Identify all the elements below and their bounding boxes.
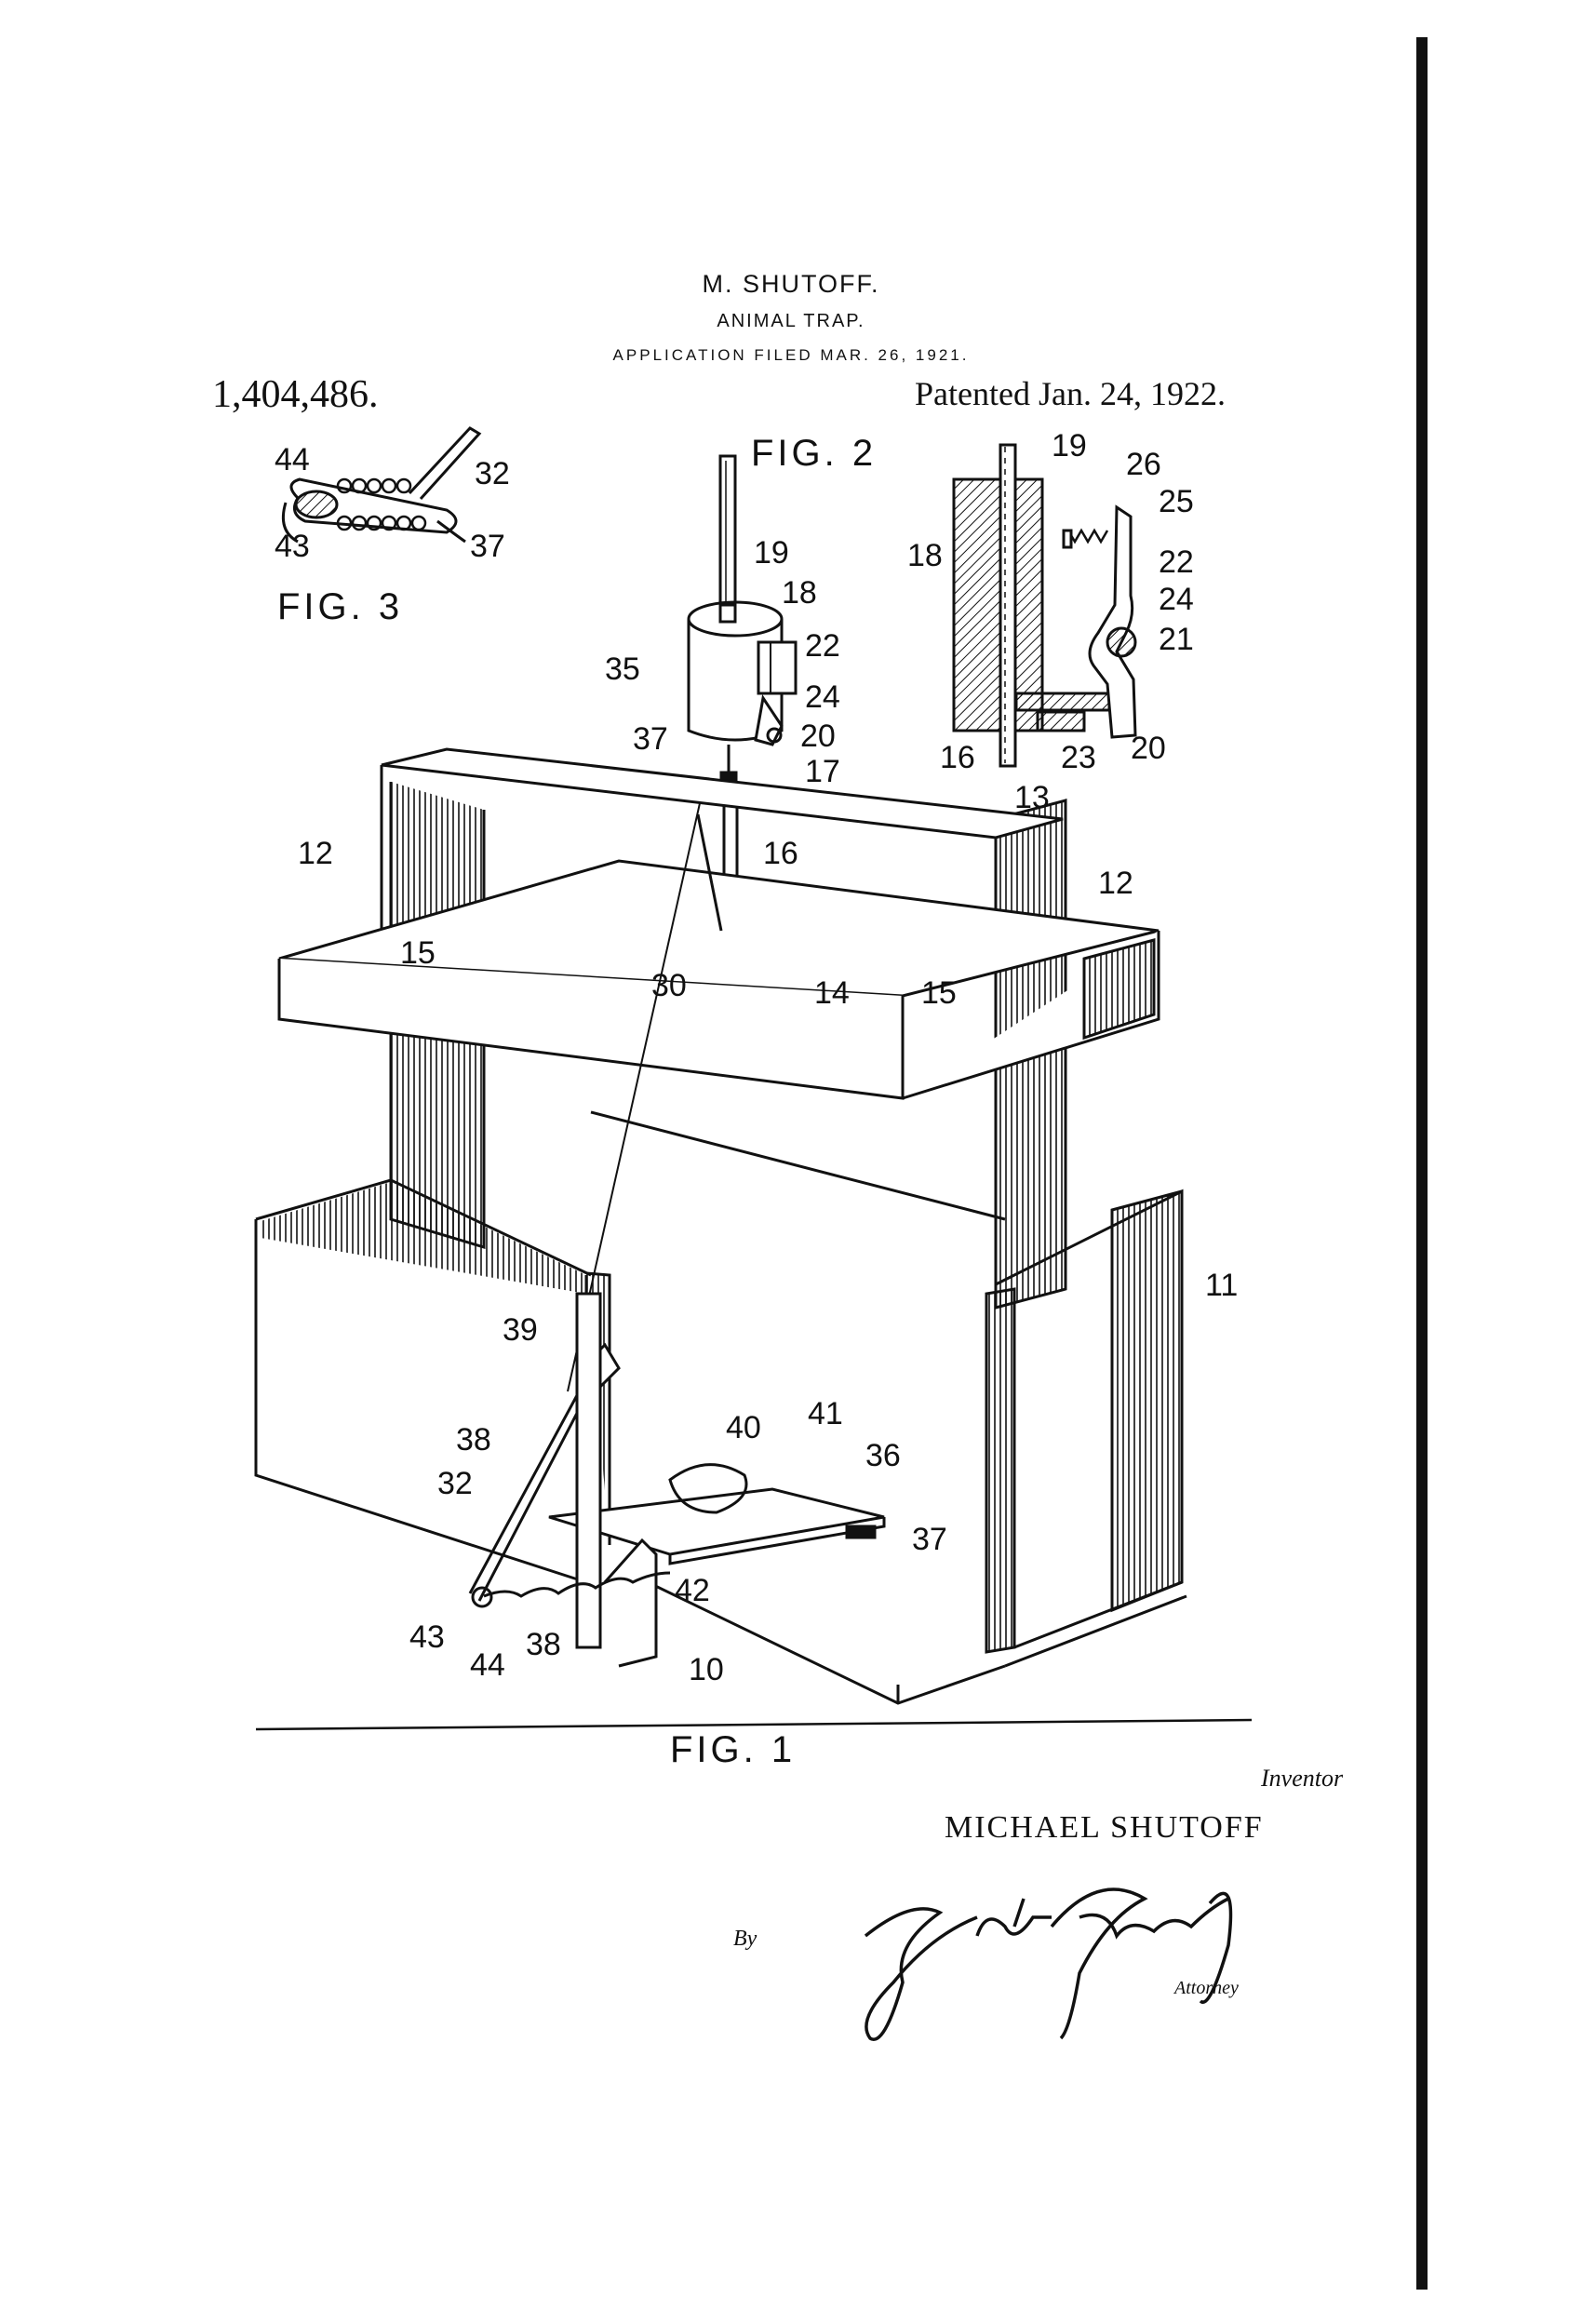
- ref-numeral: 18: [782, 575, 817, 611]
- fig1-drawing: [254, 747, 1187, 1705]
- ref-numeral: 39: [503, 1312, 538, 1348]
- ref-numeral: 20: [1131, 731, 1166, 766]
- ref-numeral: 16: [940, 740, 975, 775]
- ref-numeral: 38: [526, 1627, 561, 1662]
- ref-numeral: 18: [907, 538, 943, 573]
- ref-numeral: 11: [1205, 1268, 1238, 1303]
- ref-numeral: 17: [805, 754, 840, 789]
- ref-numeral: 22: [1159, 544, 1194, 580]
- ground-line: [255, 1718, 1253, 1731]
- ref-numeral: 43: [275, 529, 310, 564]
- ref-numeral: 43: [409, 1619, 445, 1655]
- ref-numeral: 30: [651, 968, 687, 1003]
- ref-numeral: 37: [470, 529, 505, 564]
- ref-numeral: 19: [1052, 428, 1087, 463]
- ref-numeral: 32: [437, 1466, 473, 1501]
- ref-numeral: 37: [633, 721, 668, 757]
- ref-numeral: 44: [275, 442, 310, 477]
- ref-numeral: 12: [298, 836, 333, 871]
- by-label: By: [733, 1927, 757, 1951]
- ref-numeral: 19: [754, 535, 789, 571]
- ref-numeral: 15: [400, 935, 436, 971]
- fig2-section-drawing: [952, 443, 1137, 768]
- inventor-label: Inventor: [1261, 1765, 1344, 1792]
- attorney-signature: [864, 1887, 1233, 2041]
- ref-numeral: 42: [675, 1573, 710, 1608]
- patent-number: 1,404,486.: [212, 373, 379, 416]
- header-inventor: M. SHUTOFF.: [702, 270, 880, 298]
- ref-numeral: 22: [805, 628, 840, 664]
- fig3-label: FIG. 3: [277, 586, 403, 627]
- header-application-date: APPLICATION FILED MAR. 26, 1921.: [612, 346, 970, 364]
- fig3-drawing: [281, 426, 482, 544]
- ref-numeral: 41: [808, 1396, 843, 1431]
- ref-numeral: 15: [921, 975, 957, 1011]
- ref-numeral: 20: [800, 719, 836, 754]
- ref-numeral: 32: [475, 456, 510, 491]
- fig2-label: FIG. 2: [751, 433, 877, 474]
- fig1-label: FIG. 1: [670, 1729, 796, 1770]
- ref-numeral: 21: [1159, 622, 1194, 657]
- ref-numeral: 25: [1159, 484, 1194, 519]
- attorney-label: Attorney: [1174, 1978, 1239, 1998]
- ref-numeral: 36: [865, 1438, 901, 1473]
- ref-numeral: 40: [726, 1410, 761, 1445]
- ref-numeral: 26: [1126, 447, 1161, 482]
- patent-date: Patented Jan. 24, 1922.: [915, 375, 1226, 412]
- ref-numeral: 44: [470, 1647, 505, 1683]
- ref-numeral: 24: [1159, 582, 1194, 617]
- inventor-name: MICHAEL SHUTOFF: [945, 1810, 1264, 1845]
- ref-numeral: 35: [605, 652, 640, 687]
- page-edge-bar: [1416, 37, 1428, 2290]
- ref-numeral: 37: [912, 1522, 947, 1557]
- ref-numeral: 16: [763, 836, 798, 871]
- ref-numeral: 23: [1061, 740, 1096, 775]
- ref-numeral: 13: [1014, 780, 1050, 815]
- ref-numeral: 24: [805, 679, 840, 715]
- ref-numeral: 14: [814, 975, 850, 1011]
- ref-numeral: 12: [1098, 866, 1133, 901]
- ref-numeral: 10: [689, 1652, 724, 1687]
- ref-numeral: 38: [456, 1422, 491, 1458]
- header-title: ANIMAL TRAP.: [717, 311, 865, 331]
